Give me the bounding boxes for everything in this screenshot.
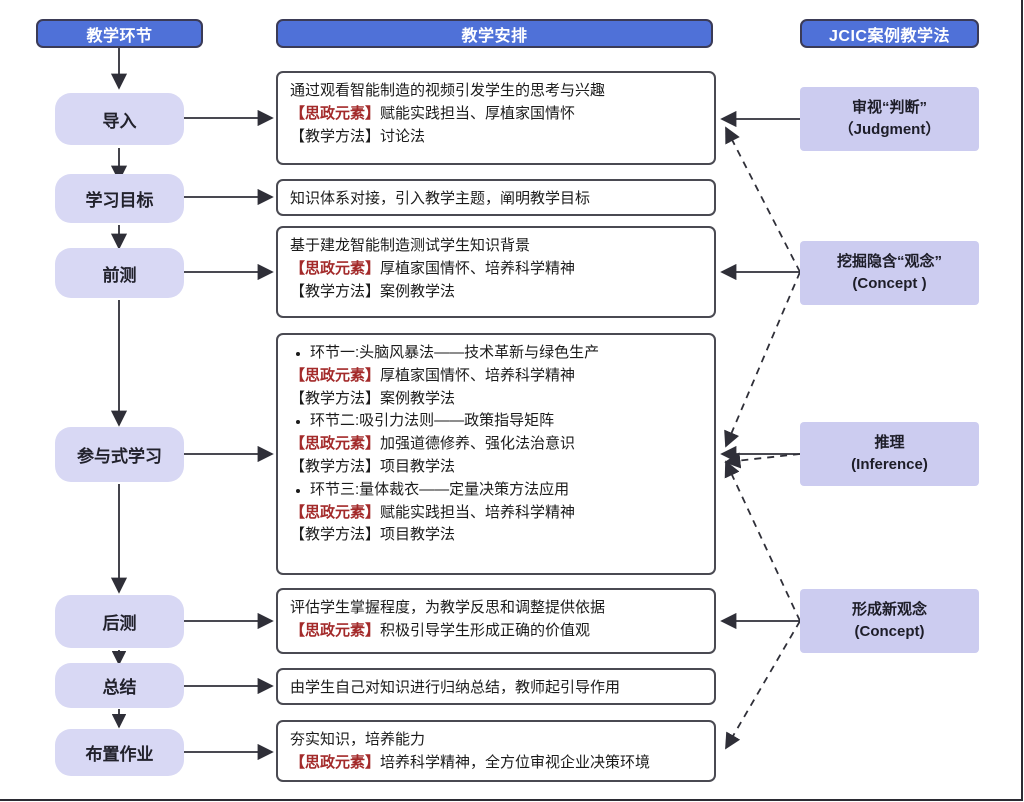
header-jcic-column: JCIC案例教学法 — [800, 19, 979, 48]
content-box-participatory: 环节一:头脑风暴法——技术革新与绿色生产【思政元素】厚植家国情怀、培养科学精神【… — [276, 333, 716, 575]
jcic-judgment-line1: 审视“判断” — [851, 99, 927, 117]
sizheng-tag: 【思政元素】 — [290, 435, 381, 453]
content-box-homework: 夯实知识，培养能力【思政元素】培养科学精神，全方位审视企业决策环境 — [276, 720, 716, 782]
jcic-inference-line2: (Inference) — [851, 456, 928, 473]
content-line: 夯实知识，培养能力 — [290, 731, 426, 748]
jcic-box-new-concept[interactable]: 形成新观念 (Concept) — [800, 589, 979, 653]
sizheng-tag: 【思政元素】 — [290, 753, 381, 771]
content-box-objectives: 知识体系对接，引入教学主题，阐明教学目标 — [276, 179, 716, 216]
content-line: 知识体系对接，引入教学主题，阐明教学目标 — [290, 190, 591, 207]
dashed-concept-to-participatory — [724, 271, 801, 448]
content-line: 【思政元素】积极引导学生形成正确的价值观 — [290, 621, 591, 639]
stage-pill-objectives[interactable]: 学习目标 — [55, 174, 184, 223]
jcic-concept-dig-line2: (Concept ) — [852, 275, 927, 292]
sizheng-tag: 【思政元素】 — [290, 259, 381, 277]
content-line: 评估学生掌握程度，为教学反思和调整提供依据 — [290, 599, 606, 616]
stage-pill-posttest[interactable]: 后测 — [55, 595, 184, 648]
stage-pill-intro[interactable]: 导入 — [55, 93, 184, 145]
content-bullet-line: 环节一:头脑风暴法——技术革新与绿色生产 — [290, 342, 704, 365]
content-box-posttest: 评估学生掌握程度，为教学反思和调整提供依据【思政元素】积极引导学生形成正确的价值… — [276, 588, 716, 654]
sizheng-tag: 【思政元素】 — [290, 366, 381, 384]
content-line: 【思政元素】加强道德修养、强化法治意识 — [290, 435, 576, 453]
jcic-concept-dig-line1: 挖掘隐含“观念” — [836, 253, 942, 271]
content-line: 【教学方法】案例教学法 — [290, 389, 456, 407]
dashed-concept-to-intro — [725, 126, 801, 273]
stage-pill-pretest[interactable]: 前测 — [55, 248, 184, 298]
stage-pill-homework[interactable]: 布置作业 — [55, 729, 184, 776]
header-arrangement-column: 教学安排 — [276, 19, 713, 48]
content-line: 由学生自己对知识进行归纳总结，教师起引导作用 — [290, 679, 621, 696]
content-box-summary: 由学生自己对知识进行归纳总结，教师起引导作用 — [276, 668, 716, 705]
content-line: 【思政元素】厚植家国情怀、培养科学精神 — [290, 366, 576, 384]
content-bullet-line: 环节三:量体裁衣——定量决策方法应用 — [290, 479, 704, 502]
content-line: 【思政元素】赋能实践担当、厚植家国情怀 — [290, 104, 576, 122]
content-line: 【思政元素】培养科学精神，全方位审视企业决策环境 — [290, 753, 651, 771]
dashed-newconcept-to-homework — [725, 620, 801, 750]
content-bullet-line: 环节二:吸引力法则——政策指导矩阵 — [290, 410, 704, 433]
sizheng-tag: 【思政元素】 — [290, 503, 381, 521]
stage-pill-summary[interactable]: 总结 — [55, 663, 184, 708]
jcic-judgment-line2: （Judgment） — [838, 121, 941, 138]
content-line: 【思政元素】赋能实践担当、培养科学精神 — [290, 503, 576, 521]
content-line: 【教学方法】讨论法 — [290, 127, 426, 145]
content-line: 【教学方法】项目教学法 — [290, 457, 456, 475]
sizheng-tag: 【思政元素】 — [290, 621, 381, 639]
jcic-new-concept-line2: (Concept) — [854, 623, 925, 640]
content-box-pretest: 基于建龙智能制造测试学生知识背景【思政元素】厚植家国情怀、培养科学精神【教学方法… — [276, 226, 716, 318]
content-line: 【教学方法】案例教学法 — [290, 282, 456, 300]
dashed-newconcept-to-participatory — [724, 460, 801, 622]
jcic-box-concept-dig[interactable]: 挖掘隐含“观念” (Concept ) — [800, 241, 979, 305]
jcic-box-inference[interactable]: 推理 (Inference) — [800, 422, 979, 486]
stage-pill-participatory[interactable]: 参与式学习 — [55, 427, 184, 482]
content-line: 【教学方法】项目教学法 — [290, 526, 456, 544]
jcic-new-concept-line1: 形成新观念 — [851, 601, 927, 619]
header-stage-column: 教学环节 — [36, 19, 203, 48]
content-line: 通过观看智能制造的视频引发学生的思考与兴趣 — [290, 82, 606, 99]
content-line: 基于建龙智能制造测试学生知识背景 — [290, 237, 531, 254]
sizheng-tag: 【思政元素】 — [290, 104, 381, 122]
content-box-intro: 通过观看智能制造的视频引发学生的思考与兴趣【思政元素】赋能实践担当、厚植家国情怀… — [276, 71, 716, 165]
jcic-inference-line1: 推理 — [874, 434, 905, 452]
jcic-box-judgment[interactable]: 审视“判断” （Judgment） — [800, 87, 979, 151]
dashed-inference-to-participatory — [724, 452, 801, 469]
content-line: 【思政元素】厚植家国情怀、培养科学精神 — [290, 259, 576, 277]
